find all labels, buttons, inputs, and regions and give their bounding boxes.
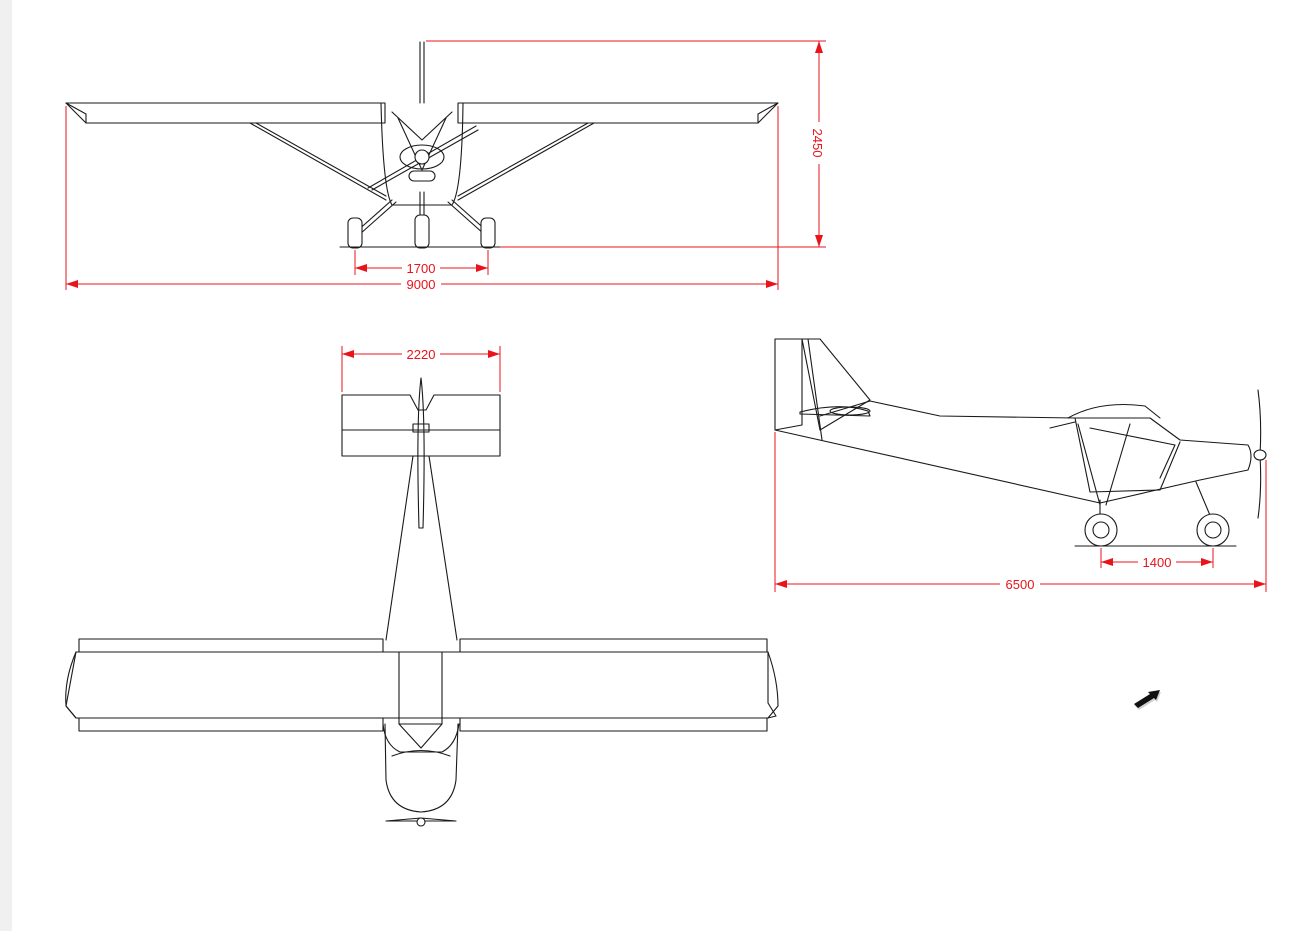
side-spinner <box>1253 449 1267 461</box>
length-dimension-label: 6500 <box>1006 577 1035 592</box>
front-air-intake <box>408 170 436 182</box>
front-wheel-right <box>480 217 496 249</box>
top-tailplane <box>341 394 501 457</box>
wheelbase-dimension-label: 1400 <box>1143 555 1172 570</box>
side-nose-gear-leg <box>1195 481 1213 521</box>
front-wing-right-tip <box>757 102 779 124</box>
front-dimensions: 2450 1700 9000 <box>65 40 828 292</box>
height-dimension-label: 2450 <box>810 129 825 158</box>
top-fin <box>417 377 425 529</box>
front-spinner <box>414 149 430 165</box>
front-fuselage <box>380 102 464 206</box>
top-fuselage-boom <box>385 455 458 641</box>
canvas-margin <box>0 0 12 931</box>
front-cowl-ellipse <box>399 144 445 170</box>
side-fin <box>801 338 871 431</box>
span-dimension-label: 9000 <box>407 277 436 292</box>
front-strut-right <box>457 122 595 201</box>
mouse-pointer-icon <box>1134 690 1161 710</box>
top-aileron-right-front <box>459 638 768 653</box>
side-fuselage <box>774 400 1252 504</box>
top-spinner <box>416 817 426 827</box>
side-dimensions: 1400 6500 <box>774 432 1267 592</box>
top-flap-left <box>78 717 384 732</box>
top-flap-right <box>459 717 768 732</box>
tailplane-dimension-label: 2220 <box>407 347 436 362</box>
side-rudder <box>774 338 803 431</box>
side-main-wheel <box>1084 513 1118 547</box>
side-canopy <box>1067 403 1161 419</box>
front-wing-right <box>457 102 779 124</box>
top-wing <box>65 651 777 719</box>
top-dimensions: 2220 <box>341 346 501 392</box>
side-view <box>774 338 1267 547</box>
side-strut <box>1077 423 1101 506</box>
top-aileron-left-front <box>78 638 384 653</box>
track-dimension-label: 1700 <box>407 261 436 276</box>
front-wheel-left <box>347 217 363 249</box>
front-view <box>65 41 779 249</box>
side-nose-wheel <box>1196 513 1230 547</box>
top-nose <box>384 723 459 813</box>
side-horizontal-stab <box>829 406 871 416</box>
front-wing-left-tip <box>65 102 87 124</box>
top-center-section <box>398 651 443 725</box>
front-wheel-nose <box>414 214 430 249</box>
top-view <box>65 377 779 827</box>
front-wing-left <box>65 102 386 124</box>
front-strut-left <box>249 122 387 201</box>
